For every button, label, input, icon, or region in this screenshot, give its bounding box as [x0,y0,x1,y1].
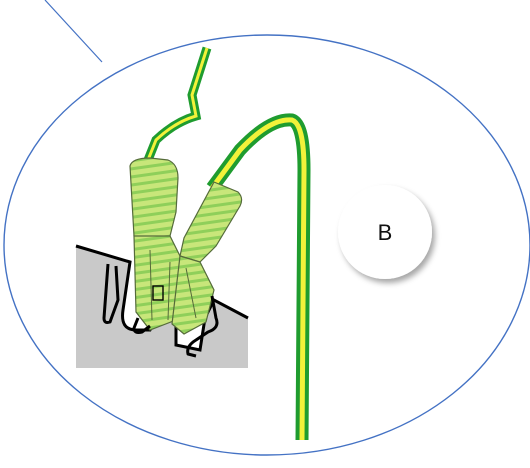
marker-b-label: B [378,220,393,245]
crimp-sleeve-left [130,158,178,242]
marker-b: B [338,185,432,279]
callout-circle [4,35,530,455]
leader-line [45,0,102,62]
